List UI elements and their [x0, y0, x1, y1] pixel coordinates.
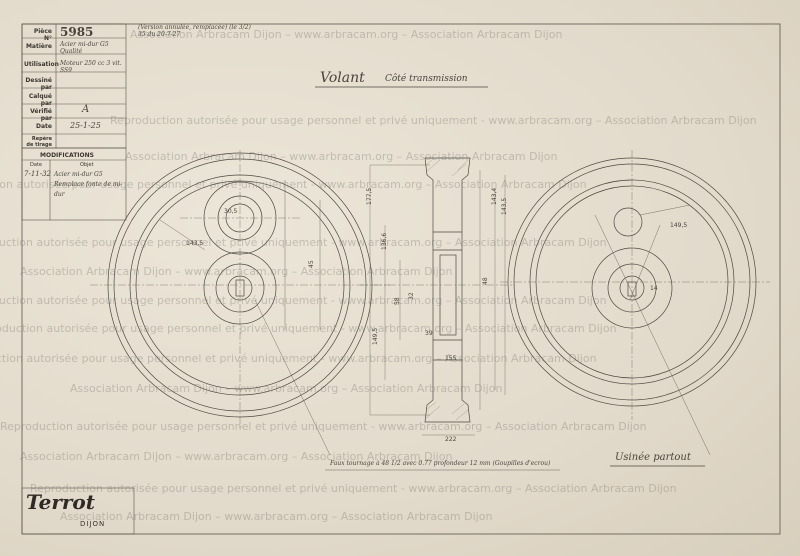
brand-city: DIJON — [80, 520, 106, 528]
watermark-line: Association Arbracam Dijon – www.arbraca… — [60, 510, 493, 523]
title-block-frame — [21, 23, 135, 535]
brand-logo: Terrot — [26, 490, 95, 514]
drawing-title: Volant — [320, 70, 365, 86]
date-value: 25-1-25 — [70, 121, 101, 130]
watermark-line: Reproduction autorisée pour usage person… — [0, 294, 607, 307]
watermark-line: Association Arbracam Dijon – www.arbraca… — [20, 265, 453, 278]
dim-label: 177,5 — [366, 187, 373, 205]
modifications-col-date: Date — [30, 162, 42, 168]
repere-label: Repère de tirage — [26, 136, 52, 148]
watermark-line: Reproduction autorisée pour usage person… — [0, 420, 647, 433]
sheet-border — [21, 23, 781, 535]
bottom-note: Faux tournage à 48 1/2 avec 0.77 profond… — [330, 460, 551, 467]
dim-label: 48 — [482, 277, 489, 285]
watermark-line: Reproduction autorisée pour usage person… — [0, 322, 617, 335]
watermark-line: Association Arbracam Dijon – www.arbraca… — [125, 150, 558, 163]
dim-label: 143,5 — [501, 197, 508, 215]
dim-label: 58 — [394, 297, 401, 305]
utilisation-value: Moteur 250 cc 3 vit. SS9 — [60, 60, 122, 74]
dim-label: 155 — [445, 355, 457, 362]
watermark-line: Association Arbracam Dijon – www.arbraca… — [20, 450, 453, 463]
top-note: (Version annulée, remplacée) (le 3/2) 35… — [138, 24, 251, 38]
dim-label: 222 — [445, 436, 457, 443]
verifie-label: Vérifié par — [30, 108, 52, 122]
left-centerlines — [90, 150, 390, 430]
dim-label: 149,5 — [372, 327, 379, 345]
dim-label: 45 — [308, 260, 315, 268]
watermark-line: Association Arbracam Dijon – www.arbraca… — [130, 28, 563, 41]
watermark-line: Reproduction autorisée pour usage person… — [0, 236, 607, 249]
modifications-header: MODIFICATIONS — [40, 152, 94, 159]
modifications-col-objet: Objet — [80, 162, 94, 168]
dim-label: 149,5 — [670, 222, 688, 229]
dim-label: 39 — [425, 330, 433, 337]
piece-label: Pièce N° — [33, 28, 52, 42]
left-leaders — [159, 180, 331, 456]
calque-label: Calqué par — [28, 93, 52, 107]
side-note: Usinée partout — [615, 452, 691, 463]
watermark-line: Association Arbracam Dijon – www.arbraca… — [70, 382, 503, 395]
dessine-label: Dessiné par — [25, 77, 52, 91]
watermark-line: Reproduction autorisée pour usage person… — [0, 352, 597, 365]
dim-label: 14 — [650, 285, 658, 292]
dim-label: 143,5 — [186, 240, 204, 247]
matiere-label: Matière — [25, 43, 52, 50]
watermark-line: Reproduction autorisée pour usage person… — [110, 114, 757, 127]
dim-label: 30,5 — [224, 208, 238, 215]
section-hatch — [425, 157, 469, 421]
dim-label: 136,6 — [381, 232, 388, 250]
date-label: Date — [36, 123, 52, 130]
modification-text: Acier mi-dur G5 Remplace fonte de mi-dur — [54, 171, 123, 198]
modification-date: 7-11-32 — [24, 170, 51, 178]
matiere-value: Acier mi-dur G5 Qualité — [60, 41, 109, 55]
dim-label: 143,4 — [491, 187, 498, 205]
right-centerlines — [500, 150, 770, 420]
section-view — [424, 157, 471, 423]
drawing-subtitle: Côté transmission — [385, 74, 468, 84]
dim-label: 32 — [408, 292, 415, 300]
utilisation-label: Utilisation — [24, 61, 59, 68]
piece-number: 5985 — [60, 25, 94, 39]
right-leaders — [594, 204, 711, 456]
verifie-value: A — [82, 104, 90, 115]
watermark-line: Reproduction autorisée pour usage person… — [30, 482, 677, 495]
watermark-line: Reproduction autorisée pour usage person… — [0, 178, 587, 191]
